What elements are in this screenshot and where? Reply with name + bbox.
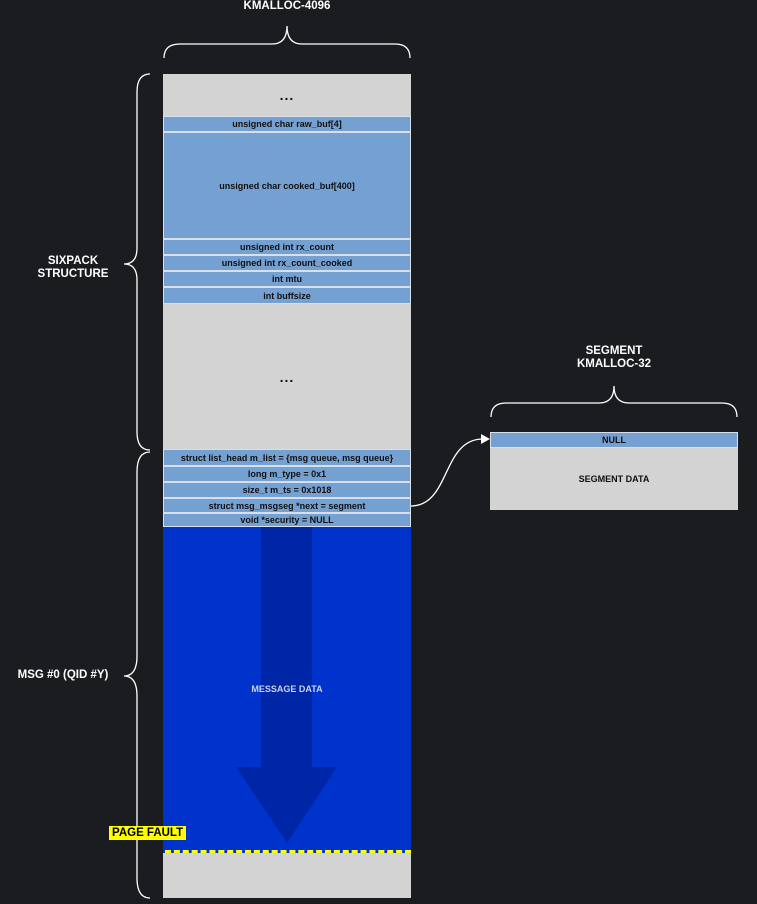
sixpack-label-line2: STRUCTURE (37, 268, 109, 280)
field-label: long m_type = 0x1 (247, 469, 327, 479)
msg-field-security: void *security = NULL (163, 513, 411, 527)
field-label: unsigned char cooked_buf[400] (219, 180, 355, 191)
next-pointer-arrowhead (481, 434, 490, 444)
field-label: struct msg_msgseg *next = segment (208, 500, 366, 511)
field-label: int mtu (272, 274, 302, 284)
field-label: void *security = NULL (240, 515, 334, 525)
sixpack-structure-label: SIXPACK STRUCTURE (20, 255, 126, 281)
page-fault-label: PAGE FAULT (109, 826, 187, 840)
msg-field-m-type: long m_type = 0x1 (163, 466, 411, 482)
field-rx-count-cooked: unsigned int rx_count_cooked (163, 255, 411, 271)
slab-bottom-region (163, 853, 411, 898)
msg-field-m-ts: size_t m_ts = 0x1018 (163, 482, 411, 498)
field-label: size_t m_ts = 0x1018 (242, 485, 332, 495)
segment-title-line1: SEGMENT (585, 345, 643, 357)
segment-brace (490, 385, 738, 418)
segment-data-label: SEGMENT DATA (578, 474, 650, 484)
top-ellipsis: ... (279, 87, 295, 103)
overflow-arrow-head (236, 767, 337, 843)
sixpack-label-line1: SIXPACK (47, 255, 99, 267)
page-fault-line (165, 850, 411, 853)
msg-label: MSG #0 (QID #Y) (17, 669, 109, 681)
field-mtu: int mtu (163, 271, 411, 287)
kmalloc-brace (163, 25, 411, 59)
segment-title-line2: KMALLOC-32 (576, 358, 652, 370)
field-label: unsigned int rx_count (239, 242, 334, 252)
segment-null-field: NULL (490, 432, 738, 448)
field-buffsize: int buffsize (163, 287, 411, 304)
next-pointer-arrow (410, 438, 483, 507)
overflow-arrow-shaft (261, 527, 312, 767)
slab-top-region: ... (163, 74, 411, 116)
field-raw-buf: unsigned char raw_buf[4] (163, 116, 411, 132)
msg-brace (123, 451, 151, 899)
field-label: unsigned int rx_count_cooked (221, 258, 353, 268)
mid-ellipsis: ... (279, 368, 295, 385)
field-label: NULL (602, 435, 626, 445)
kmalloc-4096-title: KMALLOC-4096 (243, 0, 331, 12)
field-rx-count: unsigned int rx_count (163, 239, 411, 255)
field-label: struct list_head m_list = {msg queue, ms… (180, 452, 394, 463)
segment-data-block: SEGMENT DATA (490, 448, 738, 510)
msg-field-next: struct msg_msgseg *next = segment (163, 498, 411, 513)
segment-title: SEGMENT KMALLOC-32 (540, 345, 688, 371)
msg-field-m-list: struct list_head m_list = {msg queue, ms… (163, 449, 411, 466)
sixpack-brace (123, 73, 151, 451)
slab-middle-region: ... (163, 304, 411, 449)
message-data-label: MESSAGE DATA (251, 684, 323, 694)
field-label: int buffsize (263, 290, 311, 301)
field-label: unsigned char raw_buf[4] (232, 119, 342, 129)
field-cooked-buf: unsigned char cooked_buf[400] (163, 132, 411, 239)
